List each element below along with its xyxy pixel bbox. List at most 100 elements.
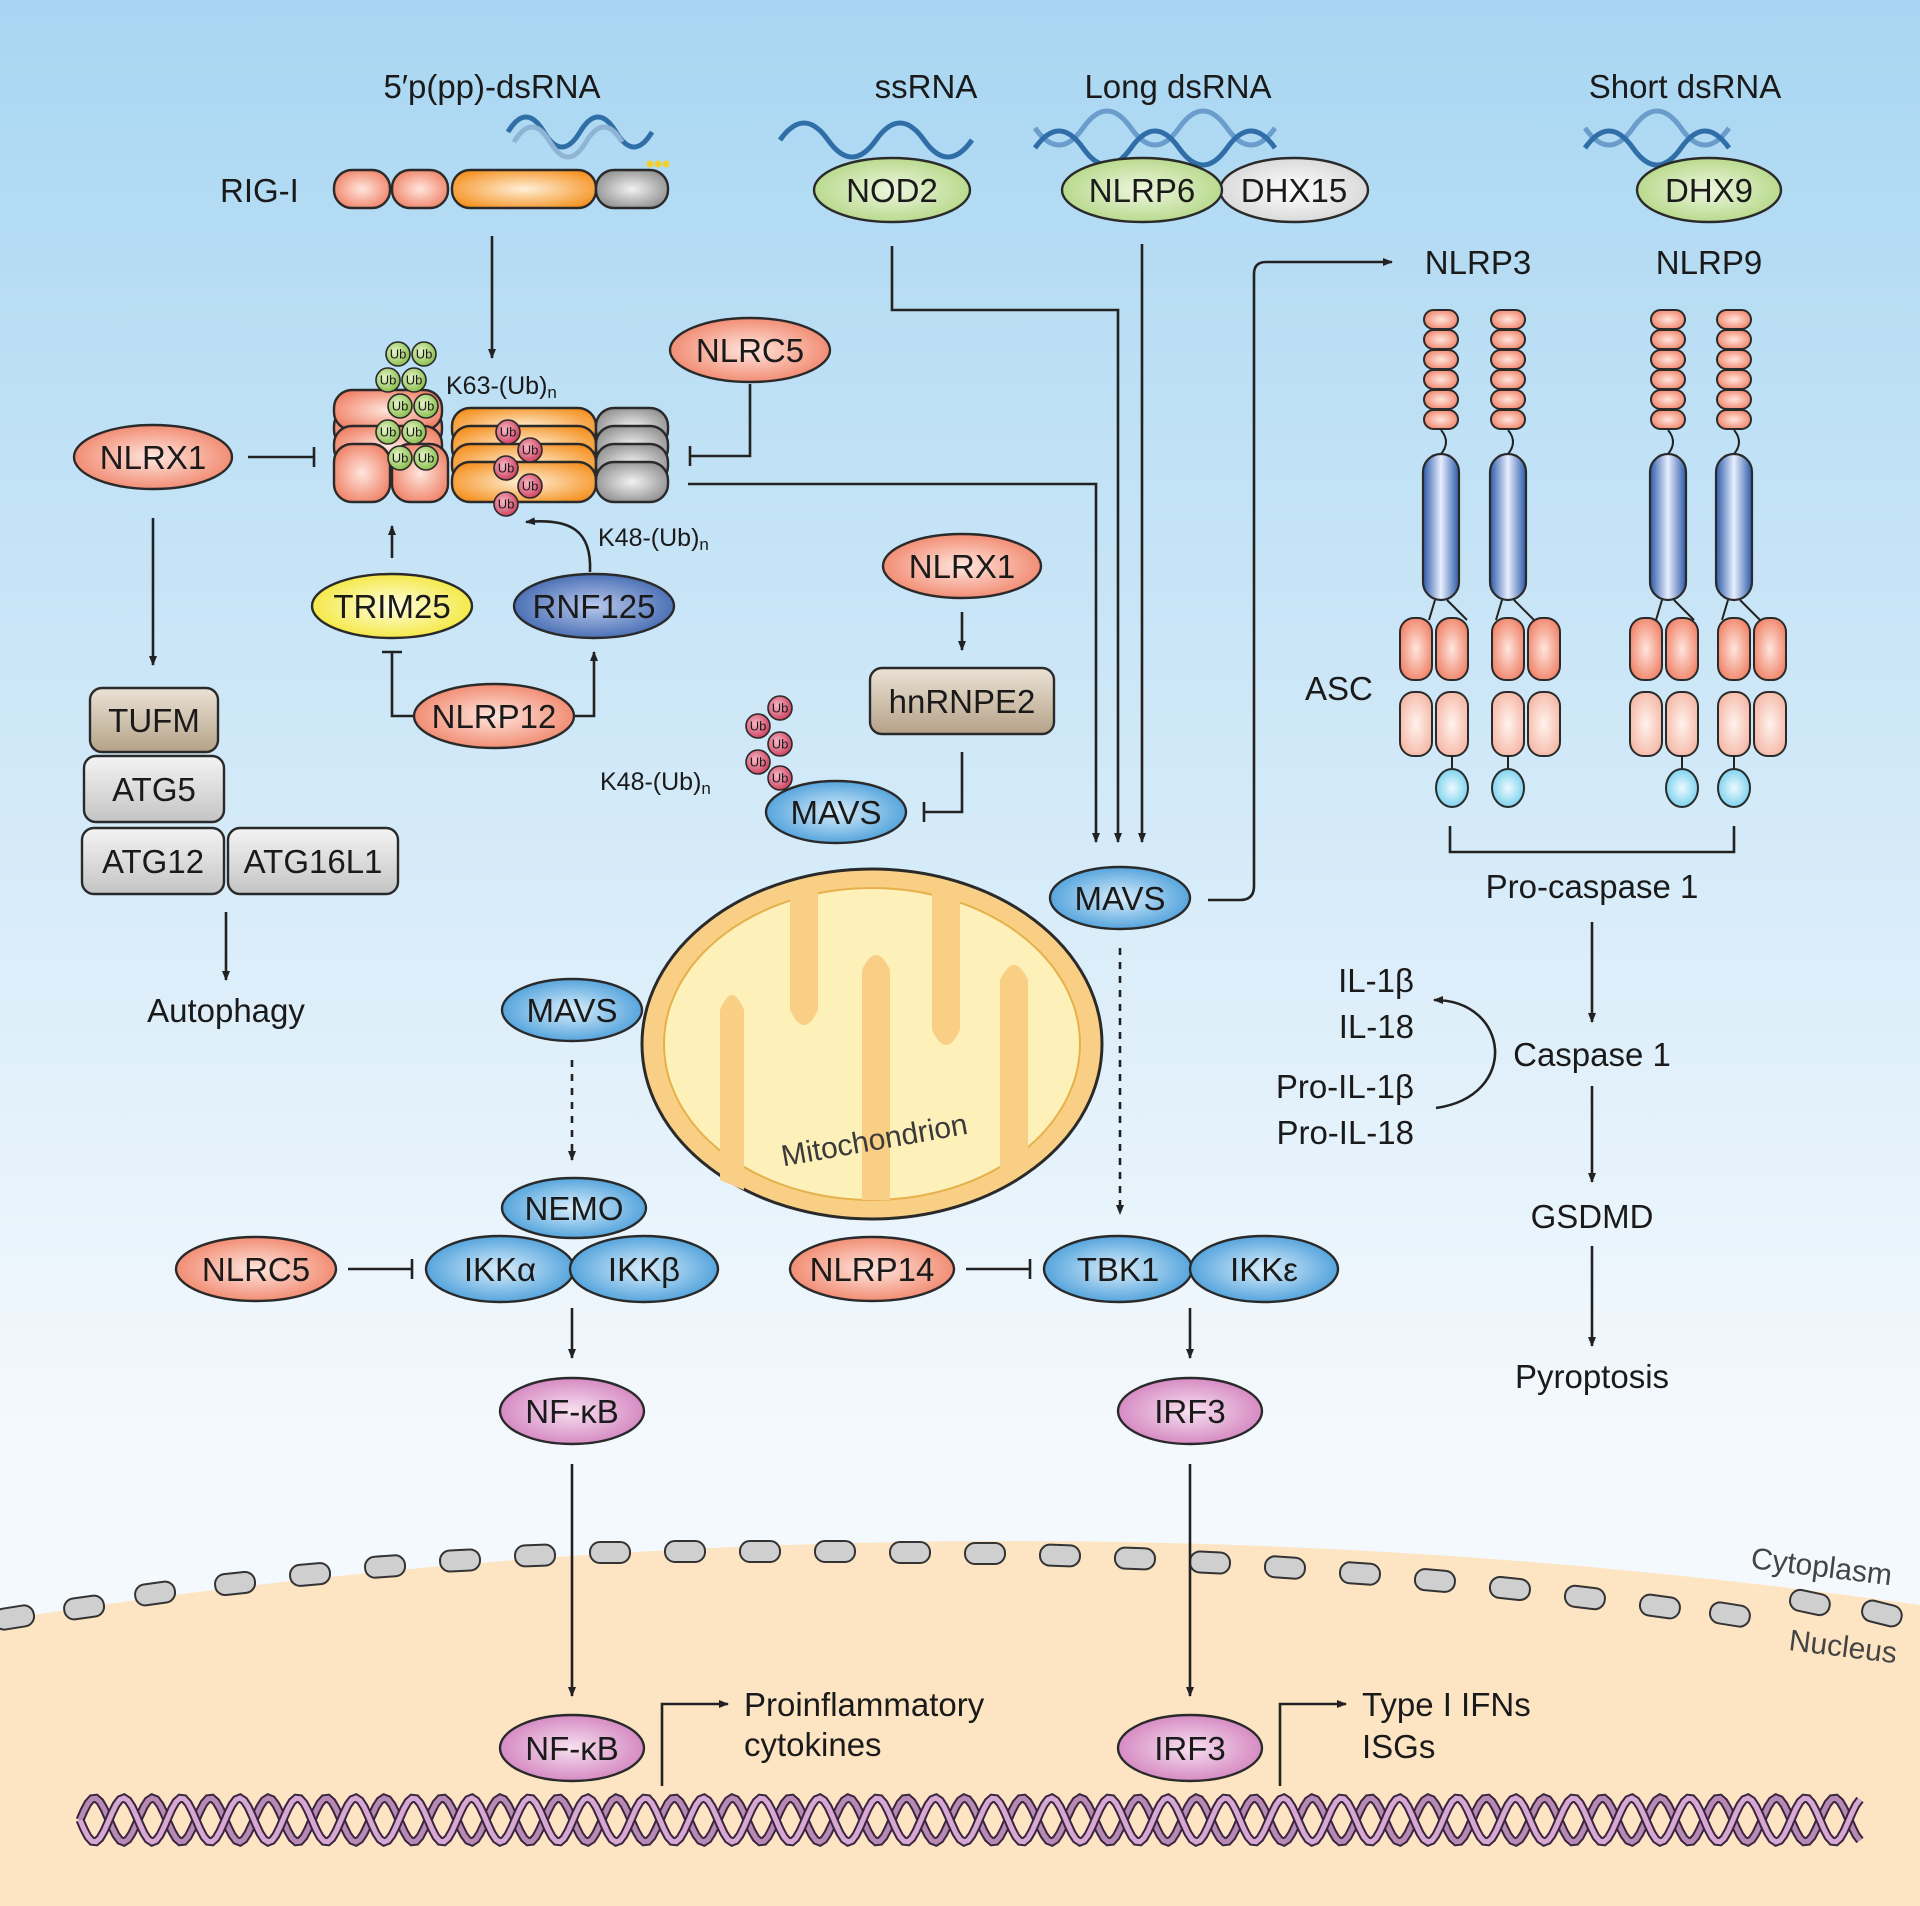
- nod2-node: NOD2: [812, 156, 972, 224]
- asc-card-domain: [1753, 691, 1787, 757]
- irf3-nuc-node: IRF3: [1116, 1713, 1264, 1783]
- ubiquitin-k48-icon: Ub: [517, 473, 543, 499]
- atg12-label: ATG12: [102, 843, 204, 880]
- nlrx1-mid-label: NLRX1: [909, 548, 1015, 585]
- rigi-protein: [332, 168, 670, 210]
- dhx15-label: DHX15: [1241, 172, 1347, 209]
- asc-card-domain: [1399, 691, 1433, 757]
- nlrp12-label: NLRP12: [432, 698, 557, 735]
- lrr-domain: [1650, 309, 1686, 330]
- dna-helix: [75, 1792, 1864, 1848]
- dhx9-node: DHX9: [1635, 156, 1783, 224]
- arrow-rigi-mavs: [688, 482, 1100, 843]
- ubiquitin-k48-icon: Ub: [493, 455, 519, 481]
- rigi-label: RIG-I: [220, 172, 299, 209]
- transcription-arrow-nfkb: [660, 1700, 729, 1786]
- nfkb-nuc-label: NF-κB: [525, 1730, 619, 1767]
- asc-card-domain: [1665, 691, 1699, 757]
- hnrnpe2-box: hnRNPE2: [868, 666, 1056, 736]
- ubiquitin-k48-icon: Ub: [767, 695, 793, 721]
- asc-card-domain: [1491, 691, 1525, 757]
- arrow-nlrp12-rnf125: [570, 651, 598, 718]
- ikke-label: IKKε: [1230, 1251, 1298, 1288]
- trim25-node: TRIM25: [310, 572, 474, 640]
- asc-pyd-domain: [1527, 617, 1561, 681]
- procaspase-domain: [1665, 768, 1699, 808]
- svg-text:Ub: Ub: [498, 461, 515, 476]
- lrr-domain: [1423, 349, 1459, 370]
- nemo-node: NEMO: [500, 1176, 648, 1240]
- nod2-label: NOD2: [846, 172, 938, 209]
- lrr-domain: [1716, 309, 1752, 330]
- lrr-domain: [1650, 389, 1686, 410]
- cytokine-processing-arrow: [1433, 996, 1497, 1110]
- asc-pyd-domain: [1435, 617, 1469, 681]
- ubiquitin-k48-icon: Ub: [767, 765, 793, 791]
- ubiquitin-k48-icon: Ub: [495, 419, 521, 445]
- ubiquitin-k63-icon: Ub: [375, 367, 401, 393]
- procaspase-domain: [1435, 768, 1469, 808]
- nlrp6-label: NLRP6: [1089, 172, 1195, 209]
- asc-pyd-domain: [1399, 617, 1433, 681]
- k48-label-rigi: K48-(Ub)n: [598, 524, 709, 554]
- ubiquitin-k63-icon: Ub: [401, 419, 427, 445]
- nlrp14-node: NLRP14: [788, 1235, 956, 1303]
- asc-pyd-domain: [1717, 617, 1751, 681]
- ubiquitin-k63-icon: Ub: [385, 341, 411, 367]
- nlrp9-label: NLRP9: [1656, 244, 1762, 281]
- lrr-domain: [1423, 329, 1459, 350]
- mavs-top-node: MAVS: [764, 779, 908, 845]
- asc-card-domain: [1435, 691, 1469, 757]
- lrr-domain: [1716, 409, 1752, 430]
- svg-text:Ub: Ub: [772, 771, 789, 786]
- rnf125-label: RNF125: [533, 588, 656, 625]
- svg-text:Ub: Ub: [500, 425, 517, 440]
- tufm-label: TUFM: [108, 702, 200, 739]
- lrr-domain: [1490, 409, 1526, 430]
- ubiquitin-k48-icon: Ub: [745, 713, 771, 739]
- ubiquitin-k63-icon: Ub: [375, 419, 401, 445]
- lrr-domain: [1716, 329, 1752, 350]
- asc-card-domain: [1717, 691, 1751, 757]
- asc-card-domain: [1527, 691, 1561, 757]
- procaspase-domain: [1717, 768, 1751, 808]
- dhx9-label: DHX9: [1665, 172, 1753, 209]
- svg-text:Ub: Ub: [392, 451, 409, 466]
- svg-text:Ub: Ub: [772, 701, 789, 716]
- mavs-right-node: MAVS: [1048, 865, 1192, 931]
- proil1b-label: Pro-IL-1β: [1276, 1068, 1414, 1105]
- svg-text:Ub: Ub: [392, 399, 409, 414]
- nlrc5-top-node: NLRC5: [668, 316, 832, 384]
- nfkb-cyto-node: NF-κB: [498, 1376, 646, 1446]
- nlrp3-label: NLRP3: [1425, 244, 1531, 281]
- ubiquitin-k48-icon: Ub: [767, 731, 793, 757]
- lrr-domain: [1650, 349, 1686, 370]
- svg-text:Ub: Ub: [772, 737, 789, 752]
- ubiquitin-k63-icon: Ub: [387, 445, 413, 471]
- nlrc5-bottom-label: NLRC5: [202, 1251, 310, 1288]
- mitochondrion: Mitochondrion: [640, 867, 1104, 1221]
- ubiquitin-k48-icon: Ub: [745, 749, 771, 775]
- arrow-mavs-nlrp3: [1208, 258, 1393, 902]
- nlrp6-node: NLRP6: [1060, 156, 1224, 224]
- mavs-left-label: MAVS: [526, 992, 617, 1029]
- arrow-nod2-mavs: [890, 246, 1122, 843]
- lrr-domain: [1423, 309, 1459, 330]
- type1-ifns-label: Type I IFNs: [1362, 1686, 1531, 1723]
- nfkb-cyto-label: NF-κB: [525, 1393, 619, 1430]
- tufm-box: TUFM: [88, 686, 220, 754]
- svg-text:Ub: Ub: [416, 347, 433, 362]
- lrr-domain: [1650, 369, 1686, 390]
- procaspase-domain: [1491, 768, 1525, 808]
- asc-label: ASC: [1305, 670, 1373, 707]
- ikke-node: IKKε: [1188, 1234, 1340, 1304]
- svg-text:Ub: Ub: [390, 347, 407, 362]
- svg-text:Ub: Ub: [406, 425, 423, 440]
- nacht-domain: [1421, 452, 1461, 602]
- ubiquitin-k63-icon: Ub: [401, 367, 427, 393]
- nacht-domain: [1648, 452, 1688, 602]
- svg-text:Ub: Ub: [380, 373, 397, 388]
